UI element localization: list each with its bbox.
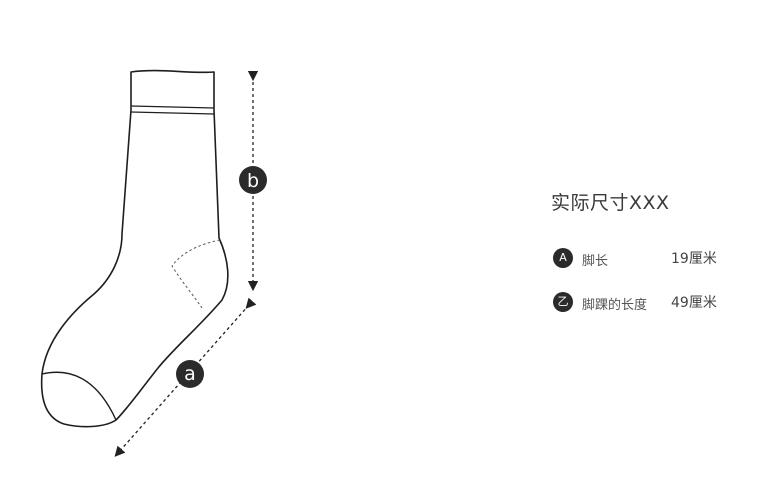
size-title: 实际尺寸XXX (551, 192, 670, 214)
legend-label: 脚长 (582, 254, 609, 269)
cuff-line (130, 105, 215, 109)
legend-value: 49厘米 (671, 295, 717, 311)
heel-stitch (171, 239, 221, 309)
dimension-b-badge (239, 166, 267, 194)
dimension-b-label: b (247, 170, 259, 192)
legend-label: 脚踝的长度 (582, 298, 648, 313)
cuff-line (130, 111, 215, 115)
dimension-a-label: a (184, 363, 196, 385)
badge-b-icon: 乙 (553, 292, 573, 312)
legend-value: 19厘米 (671, 251, 717, 267)
badge-a-icon: A (553, 248, 573, 268)
toe-line (41, 371, 117, 421)
dimension-a-badge (176, 360, 204, 388)
